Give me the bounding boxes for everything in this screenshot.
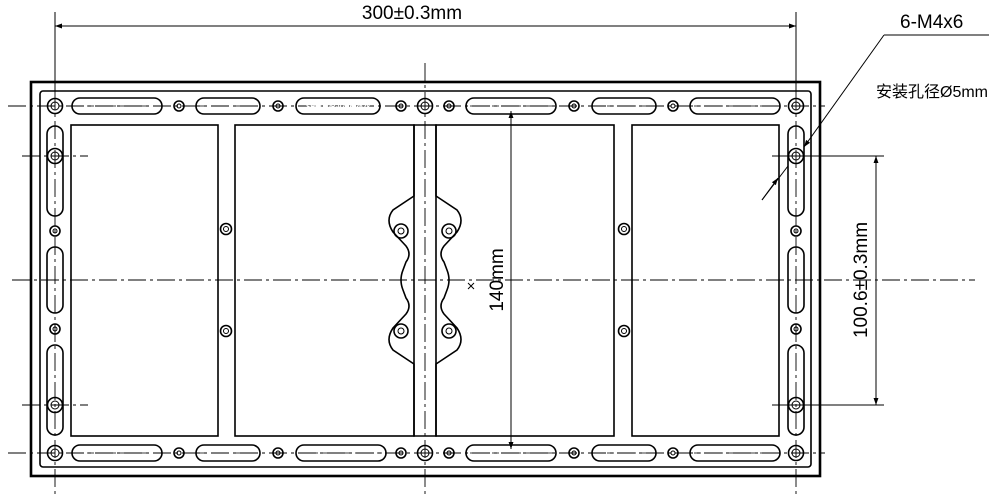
pitch-height-text: 100.6±0.3mm xyxy=(851,222,872,338)
width-dimension xyxy=(54,12,797,92)
mounting-holes xyxy=(46,97,805,462)
mounting-hole-callout-text: 安装孔径Ø5mm xyxy=(876,83,988,101)
thread-callout-leader xyxy=(761,34,989,201)
pitch-height-dimension xyxy=(772,155,884,406)
top-slots: SHKD-PB-92K6-3528 xyxy=(71,97,781,115)
board-height-text: 140mm xyxy=(487,248,508,311)
cutout-windows xyxy=(70,124,780,437)
plate-outline xyxy=(29,80,822,478)
part-number-text: SHKD-PB-92K6-3528 xyxy=(306,104,370,111)
center-bridge xyxy=(388,124,462,437)
small-holes xyxy=(49,100,802,459)
plate-inner-frame xyxy=(39,90,812,468)
width-dimension-text: 300±0.3mm xyxy=(362,3,462,24)
bottom-slots xyxy=(71,444,781,462)
thread-callout-text: 6-M4x6 xyxy=(900,12,963,33)
part-number-label xyxy=(295,97,381,115)
right-slots xyxy=(787,125,805,436)
left-slots xyxy=(46,125,64,436)
center-mark xyxy=(467,282,475,290)
